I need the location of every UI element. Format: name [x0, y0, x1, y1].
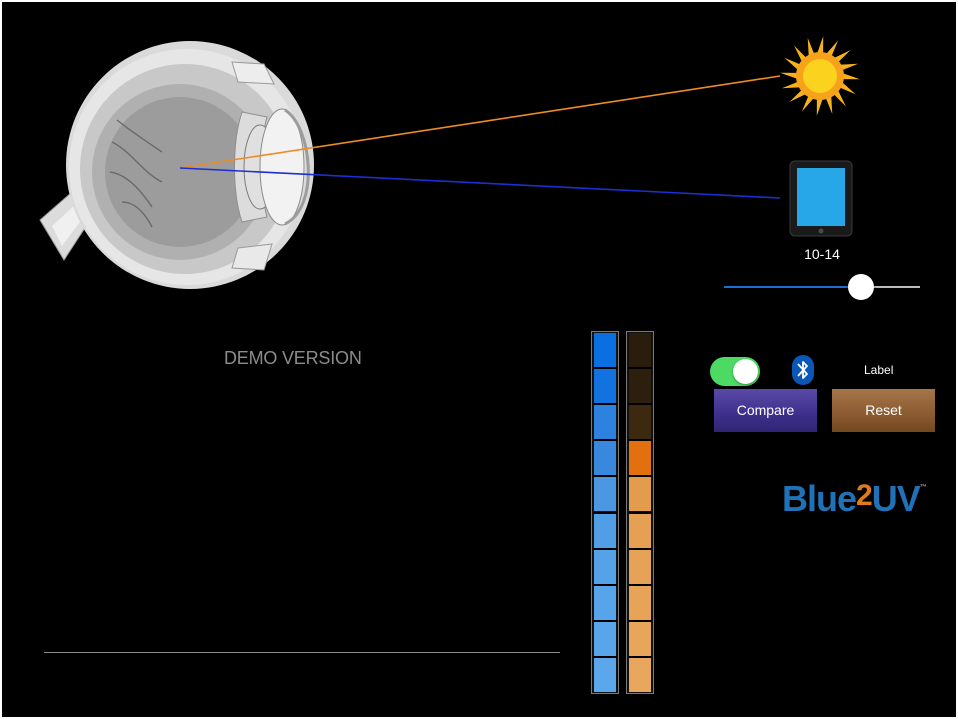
sun-ray — [807, 37, 815, 57]
meter-separator — [593, 367, 617, 370]
slider-track-empty — [861, 286, 920, 288]
meter-segment — [629, 333, 651, 368]
meter-segment — [594, 441, 616, 476]
meter-segment — [629, 585, 651, 620]
sun-ray — [825, 40, 839, 57]
meter-segment — [629, 405, 651, 440]
sun-ray — [780, 72, 799, 80]
meter-segment — [594, 369, 616, 404]
meter-separator — [628, 619, 652, 622]
blue-light-meter — [591, 331, 619, 694]
meter-segment — [594, 549, 616, 584]
meter-separator — [628, 511, 652, 514]
meter-separator — [593, 439, 617, 442]
meter-segment — [629, 621, 651, 656]
device-ray-line — [179, 167, 781, 199]
meter-separator — [628, 547, 652, 550]
demo-version-watermark: DEMO VERSION — [224, 348, 362, 368]
meter-segment — [594, 477, 616, 512]
bluetooth-icon[interactable] — [792, 355, 814, 385]
meter-segment — [594, 333, 616, 368]
sun-ray — [841, 72, 860, 80]
meter-separator — [628, 655, 652, 658]
sun-icon — [780, 36, 860, 116]
reset-button[interactable]: Reset — [832, 389, 935, 432]
meter-segment — [594, 657, 616, 692]
meter-segment — [629, 513, 651, 548]
sun-ray — [801, 95, 815, 112]
meter-separator — [593, 583, 617, 586]
meter-separator — [628, 439, 652, 442]
meter-separator — [628, 583, 652, 586]
sun-ray — [784, 57, 801, 71]
sun-ray — [816, 97, 824, 116]
meter-segment — [594, 513, 616, 548]
sun-ray — [839, 63, 859, 71]
meter-segment — [629, 441, 651, 476]
tablet-icon — [789, 160, 853, 237]
meter-separator — [628, 367, 652, 370]
age-range-label: 10-14 — [804, 246, 840, 262]
slider-track-filled — [724, 286, 861, 288]
meter-segment — [594, 621, 616, 656]
meter-separator — [593, 655, 617, 658]
meter-separator — [593, 403, 617, 406]
meter-segment — [629, 549, 651, 584]
meter-separator — [593, 511, 617, 514]
uv-light-meter — [626, 331, 654, 694]
sun-ray — [781, 81, 801, 89]
meter-segment — [629, 657, 651, 692]
eye-cross-section-icon — [39, 41, 314, 289]
meter-separator — [593, 547, 617, 550]
compare-button[interactable]: Compare — [714, 389, 817, 432]
meter-separator — [628, 475, 652, 478]
sun-ray-line — [179, 75, 781, 169]
power-toggle[interactable] — [710, 357, 760, 386]
divider-line — [44, 652, 560, 653]
meter-segment — [629, 477, 651, 512]
blue2uv-logo: Blue2UV™ — [782, 478, 927, 519]
sun-ray — [816, 36, 824, 55]
meter-segment — [629, 369, 651, 404]
sun-ray — [825, 95, 833, 115]
meter-separator — [593, 475, 617, 478]
age-slider[interactable] — [724, 270, 920, 304]
slider-thumb[interactable] — [848, 274, 874, 300]
sun-ray — [839, 81, 856, 95]
status-label: Label — [864, 363, 894, 377]
meter-separator — [593, 619, 617, 622]
meter-segment — [594, 585, 616, 620]
meter-segment — [594, 405, 616, 440]
toggle-knob — [733, 359, 758, 384]
meter-separator — [628, 403, 652, 406]
